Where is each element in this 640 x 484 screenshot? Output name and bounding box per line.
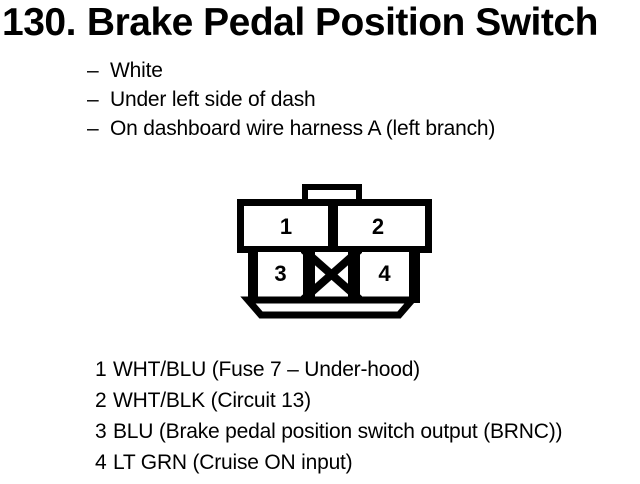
attribute-list: – White – Under left side of dash – On d… (87, 56, 495, 143)
pin-row: 2 WHT/BLK (Circuit 13) (95, 385, 562, 416)
connector-top-row (237, 199, 432, 253)
cavity-label-4: 4 (378, 260, 391, 286)
pin-description: BLU (Brake pedal position switch output … (113, 420, 563, 443)
blocked-cavity-x-icon (301, 249, 362, 301)
connector-base-lip (240, 296, 420, 319)
page-title: 130. Brake Pedal Position Switch (2, 0, 598, 46)
connector-lock-tab (302, 184, 362, 210)
attribute-row: – On dashboard wire harness A (left bran… (87, 114, 495, 143)
attribute-row: – White (87, 56, 495, 85)
pin-number: 4 (95, 451, 107, 474)
attribute-text: White (110, 59, 163, 82)
attribute-text: Under left side of dash (110, 88, 316, 111)
dash-marker: – (87, 59, 99, 82)
item-name: Brake Pedal Position Switch (86, 1, 598, 44)
attribute-text: On dashboard wire harness A (left branch… (110, 117, 496, 140)
cavity-label-1: 1 (279, 213, 293, 239)
pin-number: 1 (95, 358, 107, 381)
pin-row: 1 WHT/BLU (Fuse 7 – Under-hood) (95, 354, 562, 385)
connector-bottom-row (248, 252, 420, 303)
pin-number: 2 (95, 389, 107, 412)
cavity-label-2: 2 (371, 213, 385, 239)
dash-marker: – (87, 88, 99, 111)
pin-row: 4 LT GRN (Cruise ON input) (95, 447, 562, 478)
cavity-label-3: 3 (274, 260, 287, 286)
pin-row: 3 BLU (Brake pedal position switch outpu… (95, 416, 562, 447)
dash-marker: – (87, 117, 99, 140)
pin-description: LT GRN (Cruise ON input) (113, 451, 353, 474)
pin-description-list: 1 WHT/BLU (Fuse 7 – Under-hood) 2 WHT/BL… (95, 354, 562, 478)
pin-description: WHT/BLU (Fuse 7 – Under-hood) (113, 358, 420, 381)
pin-description: WHT/BLK (Circuit 13) (113, 389, 311, 412)
cavity-divider (328, 199, 338, 253)
cavity-divider (348, 252, 360, 300)
attribute-row: – Under left side of dash (87, 85, 495, 114)
pin-number: 3 (95, 420, 107, 443)
item-number: 130. (2, 1, 76, 44)
cavity-divider (303, 252, 315, 300)
